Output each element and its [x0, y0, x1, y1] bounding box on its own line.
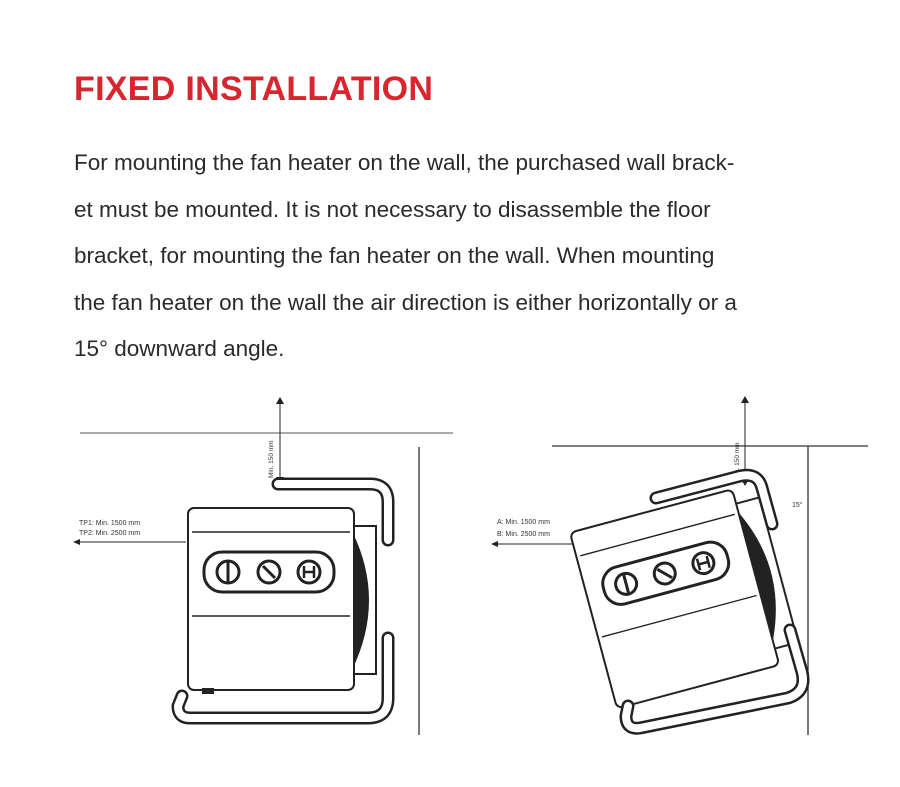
- heater-foot: [202, 688, 214, 694]
- floor-stand: [622, 626, 807, 733]
- tilted-fan-heater: [570, 489, 800, 709]
- knob-pointer: [261, 564, 277, 580]
- angled-mount-drawing: Min. 150 mm 15° A: Min. 1500 mm B: Min. …: [491, 396, 868, 735]
- page-title: FIXED INSTALLATION: [74, 70, 434, 108]
- angled-mount-diagram: Min. 150 mm 15° A: Min. 1500 mm B: Min. …: [490, 390, 880, 750]
- distance-label-tp2: TP2: Min. 2500 mm: [79, 530, 140, 537]
- knob-pointer: [705, 555, 711, 568]
- top-handle: [652, 471, 776, 528]
- angle-label: 15°: [792, 501, 803, 509]
- horizontal-mount-diagram: Min. 150 mm TP1: Min. 1500 mm TP2: Min. …: [70, 390, 470, 750]
- paragraph-line: bracket, for mounting the fan heater on …: [74, 243, 715, 268]
- distance-label-b: B: Min. 2500 mm: [497, 531, 550, 538]
- arrow-head-icon: [276, 397, 284, 404]
- paragraph-line: et must be mounted. It is not necessary …: [74, 196, 711, 222]
- paragraph-line: the fan heater on the wall the air direc…: [74, 289, 737, 315]
- distance-label-tp1: TP1: Min. 1500 mm: [79, 520, 140, 527]
- installation-description: For mounting the fan heater on the wall,…: [74, 140, 854, 373]
- knob-pointer: [698, 560, 709, 566]
- body-seam: [601, 594, 757, 638]
- arrow-head-icon: [491, 541, 498, 547]
- body-seam: [580, 513, 736, 557]
- fan-heater-unit: [187, 507, 377, 694]
- horizontal-mount-drawing: Min. 150 mm TP1: Min. 1500 mm TP2: Min. …: [73, 397, 453, 735]
- top-handle: [274, 480, 392, 544]
- ceiling-clearance-label: Min. 150 mm: [268, 440, 275, 478]
- arrow-head-icon: [741, 396, 749, 403]
- floor-stand: [174, 634, 392, 722]
- paragraph-line: For mounting the fan heater on the wall,…: [74, 150, 735, 175]
- knob-pointer: [656, 567, 673, 580]
- heater-body: [187, 507, 355, 691]
- knob-pointer: [622, 574, 630, 593]
- paragraph-line: 15° downward angle.: [74, 336, 285, 361]
- distance-label-a: A: Min. 1500 mm: [497, 519, 550, 526]
- arrow-head-icon: [73, 539, 80, 545]
- ceiling-clearance-label: Min. 150 mm: [734, 442, 741, 480]
- rear-fan-grille: [352, 531, 369, 670]
